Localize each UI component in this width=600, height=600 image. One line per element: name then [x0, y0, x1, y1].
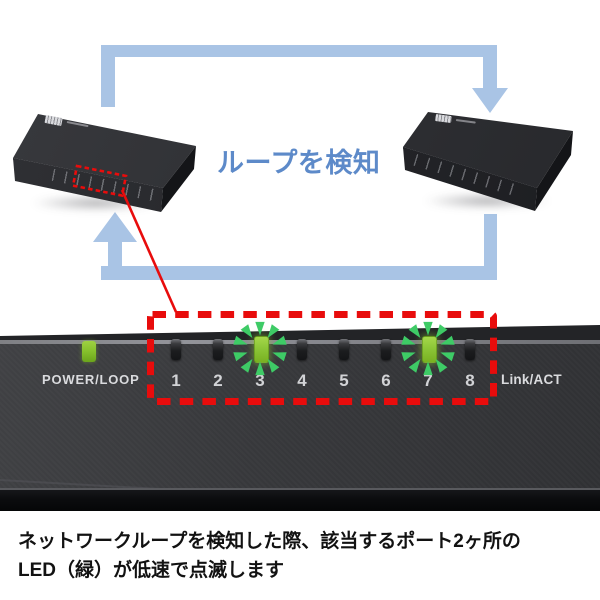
power-loop-label: POWER/LOOP: [42, 372, 140, 387]
loop-arrow-bottom-icon: [93, 212, 497, 280]
port7-number: 7: [423, 371, 433, 390]
power-loop-led: [82, 341, 96, 362]
port-led-highlight-box: [147, 311, 497, 405]
port2-number: 2: [213, 371, 223, 390]
port3-number: 3: [255, 371, 265, 390]
loop-arrow-top-icon: [101, 45, 508, 113]
port6-number: 6: [381, 371, 391, 390]
zoom-callout-line: [120, 189, 178, 313]
port5-led: [339, 339, 349, 360]
port8-number: 8: [465, 371, 475, 390]
port3-led-blinking: [253, 336, 269, 363]
port5-number: 5: [339, 371, 349, 390]
panel-bottom-band: [0, 490, 600, 511]
port2-led: [213, 339, 223, 360]
port4-led: [297, 339, 307, 360]
port7-blink-burst-icon: [401, 321, 455, 376]
port3-blink-burst-icon: [233, 321, 287, 376]
link-act-label: Link/ACT: [501, 372, 562, 387]
switch-led-highlight-box: [71, 164, 128, 198]
port6-led: [381, 339, 391, 360]
port8-led: [465, 339, 475, 360]
panel-bottom-edge: [0, 488, 600, 490]
port7-led-blinking: [421, 336, 437, 363]
caption-line1: ネットワークループを検知した際、該当するポート2ヶ所の: [18, 531, 521, 552]
caption-text: ネットワークループを検知した際、該当するポート2ヶ所の LED（緑）が低速で点滅…: [18, 527, 521, 585]
port1-led: [171, 339, 181, 360]
panel-face: [0, 343, 600, 489]
port4-number: 4: [297, 371, 307, 390]
loop-detected-label: ループを検知: [217, 148, 381, 178]
port1-number: 1: [171, 371, 181, 390]
caption-line2: LED（緑）が低速で点滅します: [18, 560, 285, 581]
